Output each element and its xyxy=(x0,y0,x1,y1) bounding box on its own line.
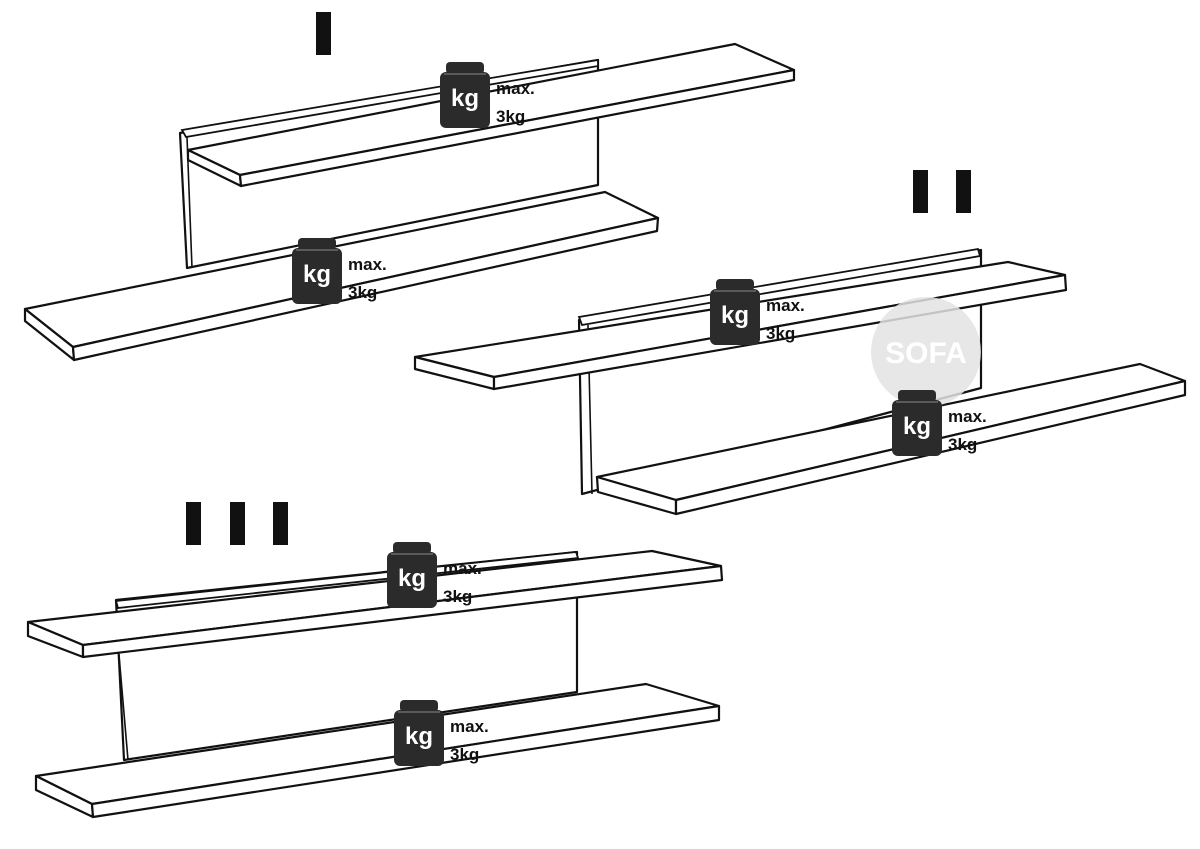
load-limit-label: 3kg xyxy=(443,587,472,606)
weight-icon xyxy=(710,289,760,345)
weight-marker: kg max. 3kg xyxy=(387,542,482,608)
weight-marker: kg max. 3kg xyxy=(710,279,805,345)
weight-icon xyxy=(892,400,942,456)
roman-numeral-mark xyxy=(913,170,928,213)
weight-unit-label: kg xyxy=(405,723,433,750)
roman-numeral-mark xyxy=(186,502,201,545)
weight-marker: kg max. 3kg xyxy=(440,62,535,128)
max-label: max. xyxy=(348,255,387,274)
weight-unit-label: kg xyxy=(451,85,479,112)
mounting-rail xyxy=(577,247,982,327)
max-label: max. xyxy=(450,717,489,736)
watermark-text: SOFA xyxy=(885,337,967,370)
load-limit-label: 3kg xyxy=(766,324,795,343)
variant-3-shelf-assembly xyxy=(26,502,724,819)
max-label: max. xyxy=(496,79,535,98)
weight-marker: kg max. 3kg xyxy=(292,238,387,304)
max-label: max. xyxy=(766,296,805,315)
load-limit-label: 3kg xyxy=(496,107,525,126)
max-label: max. xyxy=(443,559,482,578)
weight-icon xyxy=(292,248,342,304)
roman-numeral-mark xyxy=(956,170,971,213)
weight-marker: kg max. 3kg xyxy=(394,700,489,766)
roman-numeral-mark xyxy=(230,502,245,545)
weight-unit-label: kg xyxy=(398,565,426,592)
weight-icon xyxy=(440,72,490,128)
sofa-watermark: SOFA xyxy=(871,297,981,407)
max-label: max. xyxy=(948,407,987,426)
load-limit-label: 3kg xyxy=(450,745,479,764)
load-limit-label: 3kg xyxy=(948,435,977,454)
weight-icon xyxy=(394,710,444,766)
weight-unit-label: kg xyxy=(721,302,749,329)
weight-unit-label: kg xyxy=(303,261,331,288)
roman-numeral-mark xyxy=(273,502,288,545)
weight-marker: kg max. 3kg xyxy=(892,390,987,456)
weight-icon xyxy=(387,552,437,608)
roman-numeral-mark xyxy=(316,12,331,55)
load-limit-label: 3kg xyxy=(348,283,377,302)
weight-unit-label: kg xyxy=(903,413,931,440)
